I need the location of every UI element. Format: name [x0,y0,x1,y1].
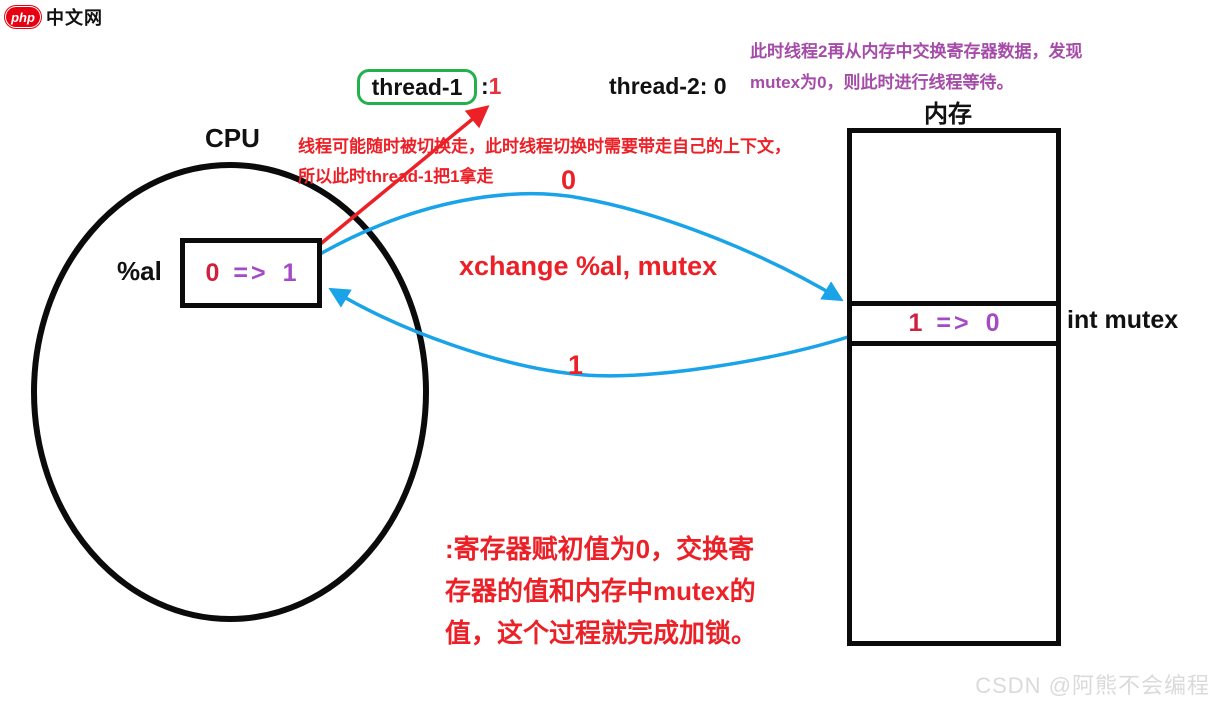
lock-process-note-line3: 值，这个过程就完成加锁。 [445,618,758,648]
context-switch-note-line2: 所以此时thread-1把1拿走 [298,167,494,186]
register-value-to: 1 [282,258,297,287]
int-mutex-label: int mutex [1067,306,1179,334]
mutex-cell: 1 => 0 [852,304,1056,343]
blue-arrow-to-memory [319,192,844,302]
memory-divider-bottom [852,341,1056,346]
php-logo-icon: php [5,6,41,28]
watermark: CSDN @阿熊不会编程 [975,673,1210,698]
cpu-ellipse [31,162,429,622]
mutex-value-from: 1 [908,309,923,337]
thread1-label: thread-1 [371,73,463,100]
register-box: 0 => 1 [180,238,322,308]
mutex-value-to: 0 [985,309,1000,337]
php-logo: php 中文网 [5,4,103,30]
thread1-value: :1 [481,73,501,100]
context-switch-note: 线程可能随时被切换走，此时线程切换时需要带走自己的上下文， 所以此时thread… [298,132,818,192]
thread1-colon: : [481,73,489,99]
memory-divider-top [852,301,1056,306]
register-value-from: 0 [205,258,220,287]
edge-label-to-memory: 0 [561,165,577,195]
cpu-title: CPU [205,123,260,153]
thread2-wait-note: 此时线程2再从内存中交换寄存器数据，发现 mutex为0，则此时进行线程等待。 [750,36,1218,98]
lock-process-note: :寄存器赋初值为0，交换寄 存器的值和内存中mutex的 值，这个过程就完成加锁… [445,528,765,654]
thread2-label: thread-2: 0 [609,73,727,99]
blue-arrow-to-register [328,287,849,378]
xchange-instruction: xchange %al, mutex [459,251,718,281]
context-switch-note-line1: 线程可能随时被切换走，此时线程切换时需要带走自己的上下文， [298,137,791,156]
lock-process-note-line1: :寄存器赋初值为0，交换寄 [445,534,755,564]
lock-process-note-line2: 存器的值和内存中mutex的 [445,576,756,606]
thread1-register-value: 1 [488,73,502,99]
memory-title: 内存 [924,101,972,128]
thread2-wait-note-line2: mutex为0，则此时进行线程等待。 [750,73,1014,92]
register-label: %al [117,256,162,286]
edge-label-to-register: 1 [568,350,584,380]
thread2-wait-note-line1: 此时线程2再从内存中交换寄存器数据，发现 [750,42,1083,61]
mutex-value-arrow: => [936,309,972,337]
logo-title: 中文网 [46,8,103,28]
memory-box: 1 => 0 [847,128,1061,646]
thread1-box: thread-1 [357,69,477,105]
register-value-arrow: => [233,258,269,287]
